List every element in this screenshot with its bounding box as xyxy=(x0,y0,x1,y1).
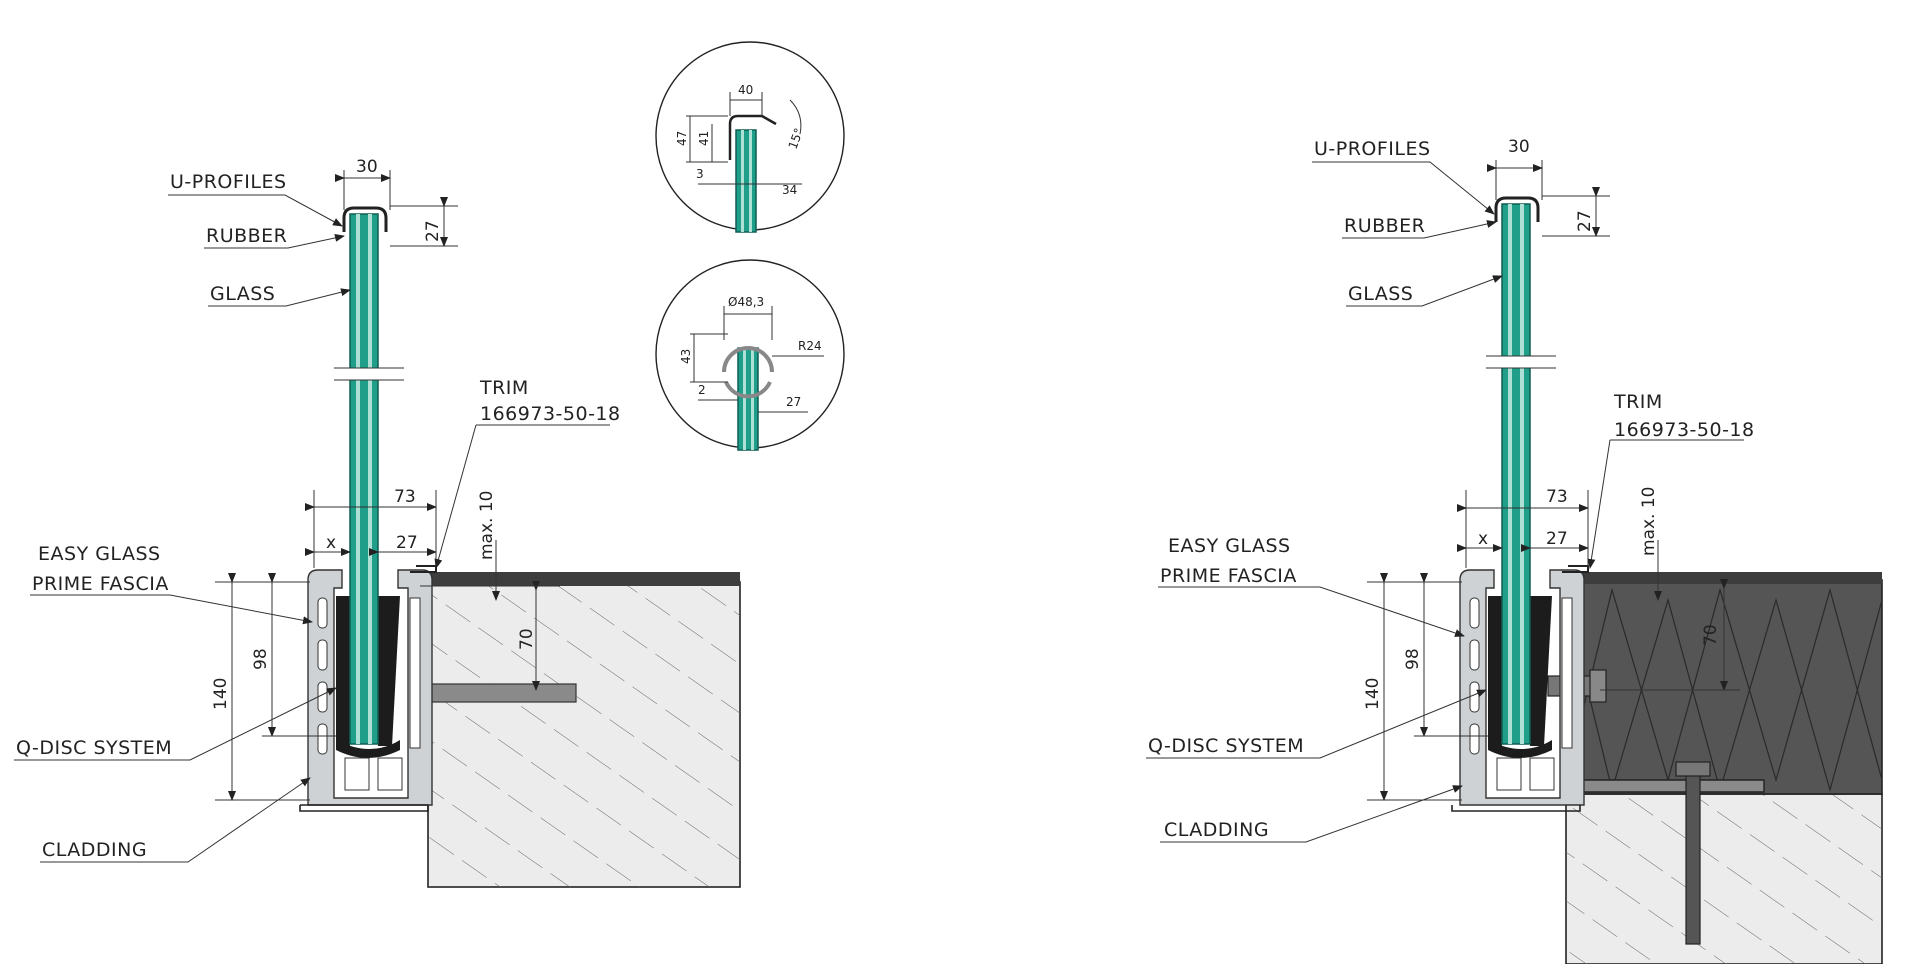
dim-h-140-right: 140 xyxy=(1363,678,1383,710)
dim-depth-70: 70 xyxy=(517,628,537,650)
dim-total-width-right: 73 xyxy=(1546,487,1568,507)
trim xyxy=(410,565,437,573)
dr-dia: Ø48,3 xyxy=(728,295,764,309)
label-easy-glass-right: EASY GLASS xyxy=(1168,535,1291,557)
label-rubber: RUBBER xyxy=(206,225,287,247)
label-cladding-right: CLADDING xyxy=(1164,819,1269,841)
ds-h41: 41 xyxy=(697,131,711,146)
dim-x: x xyxy=(326,533,336,553)
dim-h-98: 98 xyxy=(251,648,271,670)
dr-d27: 27 xyxy=(786,395,801,409)
glass-pane xyxy=(349,213,379,745)
label-trim-code-right: 166973-50-18 xyxy=(1614,419,1755,441)
q-disc-rubber xyxy=(336,596,400,758)
label-prime-fascia: PRIME FASCIA xyxy=(32,573,169,595)
label-q-disc-right: Q-DISC SYSTEM xyxy=(1148,735,1304,757)
fascia-profile-right xyxy=(1459,569,1585,806)
dr-r: R24 xyxy=(798,339,822,353)
label-glass: GLASS xyxy=(210,283,275,305)
detail-square-cap: 40 47 41 15° 3 34 xyxy=(655,41,845,233)
dim-depth-70-right: 70 xyxy=(1701,624,1721,646)
label-u-profiles-right: U-PROFILES xyxy=(1314,138,1431,160)
ds-h47: 47 xyxy=(675,131,689,146)
label-prime-fascia-right: PRIME FASCIA xyxy=(1160,565,1297,587)
label-glass-right: GLASS xyxy=(1348,283,1413,305)
label-trim-code: 166973-50-18 xyxy=(480,403,621,425)
ds-d34: 34 xyxy=(782,183,797,197)
label-trim: TRIM xyxy=(479,377,529,399)
label-cladding: CLADDING xyxy=(42,839,147,861)
ds-w40: 40 xyxy=(738,83,753,97)
dim-h-98-right: 98 xyxy=(1403,648,1423,670)
fascia-profile xyxy=(307,569,433,806)
floor-finish xyxy=(428,572,740,586)
dim-max-right: max. 10 xyxy=(1639,487,1659,556)
dim-trim-width: 27 xyxy=(396,533,418,553)
detail-round-cap: Ø48,3 R24 43 2 27 xyxy=(655,259,845,451)
label-u-profiles: U-PROFILES xyxy=(170,171,287,193)
dim-top-height-right: 27 xyxy=(1575,210,1595,232)
vertical-bolt xyxy=(1685,767,1701,945)
label-rubber-right: RUBBER xyxy=(1344,215,1425,237)
glass-pane-right xyxy=(1501,203,1531,745)
dim-max: max. 10 xyxy=(477,491,497,560)
dim-x-right: x xyxy=(1478,529,1488,549)
label-q-disc: Q-DISC SYSTEM xyxy=(16,737,172,759)
dr-h43: 43 xyxy=(679,349,693,364)
label-trim-right: TRIM xyxy=(1613,391,1663,413)
dr-d2: 2 xyxy=(698,383,706,397)
dim-top-width-right: 30 xyxy=(1508,137,1530,157)
u-profile-cap xyxy=(342,206,388,232)
dim-trim-width-right: 27 xyxy=(1546,529,1568,549)
right-drawing: U-PROFILES RUBBER GLASS TRIM 166973-50-1… xyxy=(1146,137,1883,964)
ds-d3: 3 xyxy=(696,167,704,181)
dim-h-140: 140 xyxy=(211,678,231,710)
left-drawing: U-PROFILES RUBBER GLASS TRIM 166973-50-1… xyxy=(14,157,741,888)
dim-top-height: 27 xyxy=(423,220,443,242)
ds-angle: 15° xyxy=(786,126,806,151)
label-easy-glass: EASY GLASS xyxy=(38,543,161,565)
dim-top-width: 30 xyxy=(356,157,378,177)
anchor-bolt xyxy=(417,683,577,703)
dim-total-width: 73 xyxy=(394,487,416,507)
